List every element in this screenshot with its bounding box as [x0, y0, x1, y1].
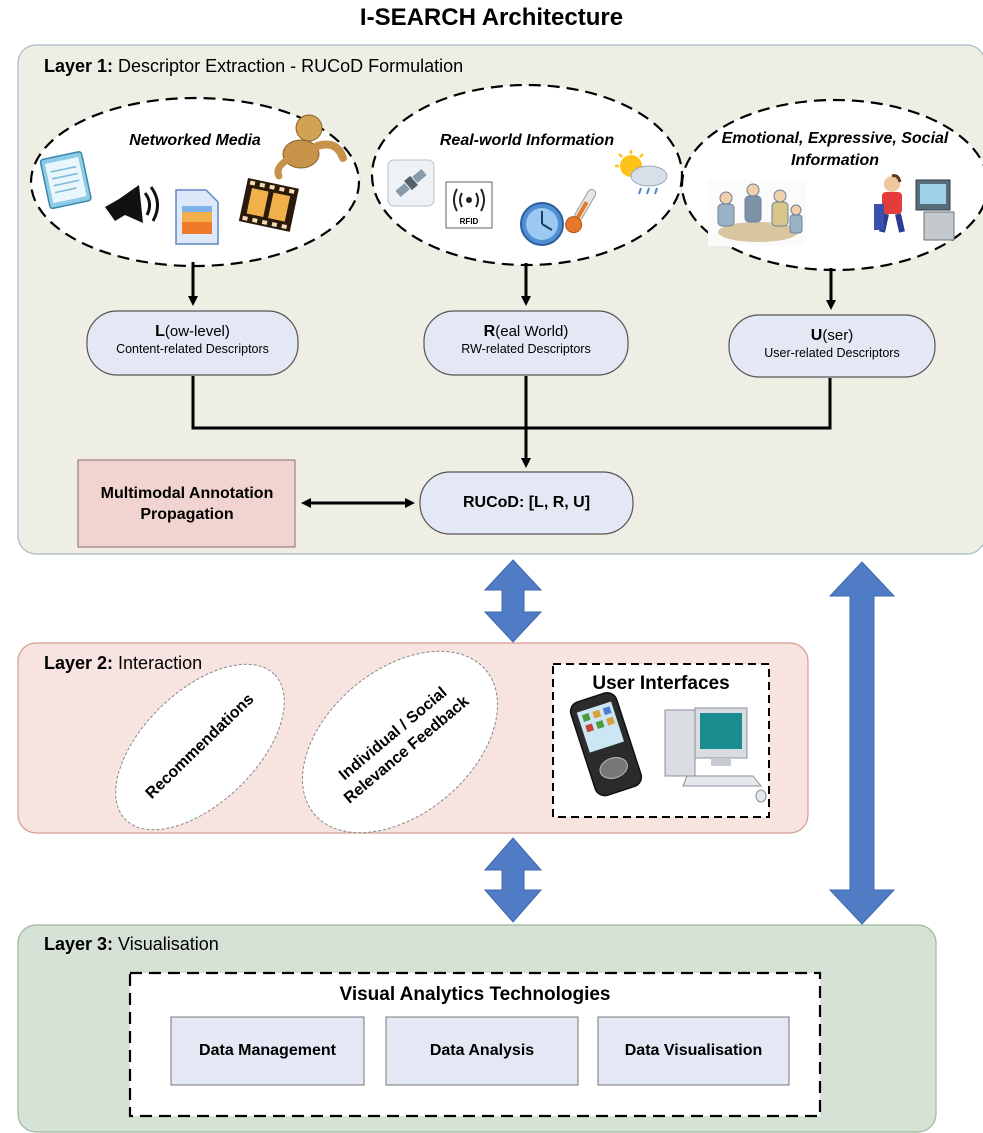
layer3-heading: Layer 3: Visualisation [44, 934, 219, 955]
data-management-box [170, 1016, 365, 1086]
film-strip-icon [238, 178, 299, 232]
layer1-heading-rest: Descriptor Extraction - RUCoD Formulatio… [113, 56, 464, 76]
mobile-phone-icon [569, 692, 643, 797]
descriptor-r-sub: RW-related Descriptors [461, 342, 591, 356]
layer2-heading: Layer 2: Interaction [44, 653, 202, 674]
rucod-box [419, 471, 634, 535]
speaker-icon [105, 185, 159, 223]
clock-icon [520, 202, 564, 246]
layer1-heading: Layer 1: Descriptor Extraction - RUCoD F… [44, 56, 463, 77]
layer2-heading-bold: Layer 2: [44, 653, 114, 673]
layer2-heading-rest: Interaction [113, 653, 203, 673]
source-real-world: Real-world Information [439, 132, 615, 149]
blue-arrow-layer1-layer3 [828, 561, 896, 925]
figure-3d-icon [274, 114, 347, 180]
layer1-heading-bold: Layer 1: [44, 56, 114, 76]
descriptor-l-sub: Content-related Descriptors [116, 342, 269, 356]
descriptor-u-rest: (ser) [822, 327, 854, 344]
meeting-people-icon [708, 180, 806, 246]
source-emotional: Emotional, Expressive, Social Informatio… [721, 130, 949, 169]
weather-icon [615, 150, 668, 195]
desktop-computer-icon [664, 707, 767, 803]
layer3-heading-rest: Visualisation [113, 934, 219, 954]
merge-line [191, 376, 832, 430]
data-visualisation-label: Data Visualisation [624, 1042, 763, 1059]
descriptor-u-letter: U [810, 327, 823, 344]
thermometer-icon [565, 188, 597, 234]
image-file-icon [175, 189, 219, 245]
annotation-label: Multimodal Annotation Propagation [100, 485, 274, 523]
blue-arrow-layer1-layer2 [483, 559, 543, 643]
annotation-box [77, 459, 296, 548]
source-networked-media: Networked Media [129, 132, 261, 149]
descriptor-u-box [728, 314, 936, 378]
notepad-icon [39, 151, 92, 210]
user-interfaces-label: User Interfaces [592, 673, 730, 694]
data-analysis-box [385, 1016, 579, 1086]
feedback-ellipse [302, 650, 498, 834]
descriptor-l-text: L(ow-level) Content-related Descriptors [87, 322, 298, 357]
descriptor-r-letter: R [483, 323, 496, 340]
descriptor-l-rest: (ow-level) [164, 323, 230, 340]
descriptor-l-box [86, 310, 299, 376]
data-visualisation-box [597, 1016, 790, 1086]
descriptor-r-text: R(eal World) RW-related Descriptors [424, 322, 628, 357]
data-analysis-label: Data Analysis [429, 1042, 535, 1059]
visual-analytics-label: Visual Analytics Technologies [339, 984, 611, 1005]
page-title: I-SEARCH Architecture [359, 4, 624, 31]
descriptor-u-text: U(ser) User-related Descriptors [729, 326, 935, 361]
satellite-icon [387, 159, 435, 207]
data-management-label: Data Management [199, 1042, 336, 1059]
descriptor-r-rest: (eal World) [495, 323, 569, 340]
blue-arrow-layer2-layer3 [483, 837, 543, 923]
rfid-text: RFID [460, 217, 479, 226]
computer-user-icon [874, 174, 955, 241]
descriptor-r-box [423, 310, 629, 376]
rucod-label: RUCoD: [L, R, U] [462, 494, 591, 511]
descriptor-l-letter: L [155, 323, 165, 340]
rfid-icon: RFID [445, 181, 493, 229]
descriptor-u-sub: User-related Descriptors [764, 346, 900, 360]
layer3-heading-bold: Layer 3: [44, 934, 114, 954]
recommendations-ellipse [115, 663, 285, 831]
